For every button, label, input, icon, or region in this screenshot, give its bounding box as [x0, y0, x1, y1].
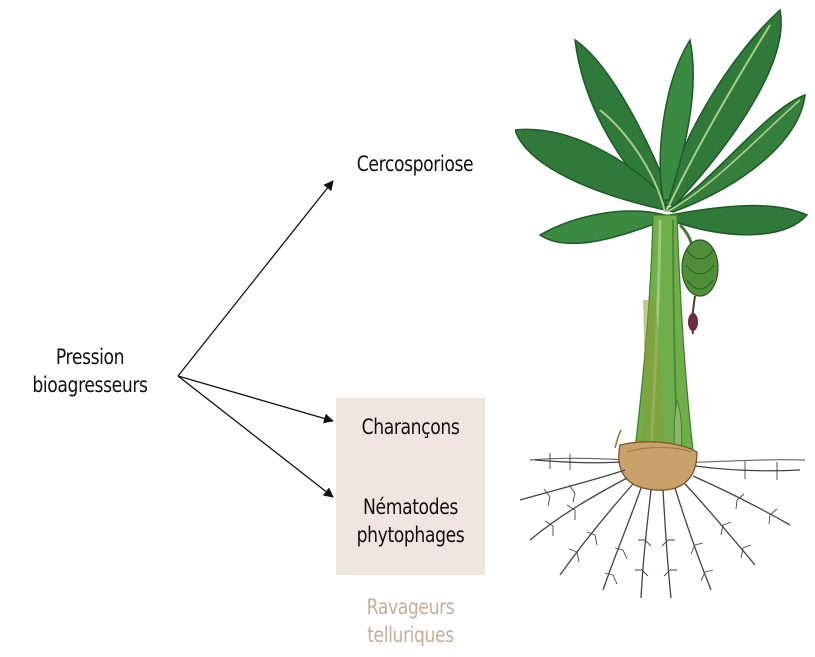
target-nematodes-line1: Nématodes	[349, 494, 471, 522]
banana-bunch	[680, 225, 718, 334]
arrow-to-nematodes	[178, 376, 333, 497]
banana-plant-illustration	[515, 0, 815, 620]
pseudostem	[635, 215, 693, 450]
group-label: Ravageurs telluriques	[349, 594, 471, 649]
leaves	[515, 10, 807, 243]
arrow-to-cercosporiose	[178, 181, 333, 376]
source-label-line1: Pression	[16, 344, 164, 372]
arrow-to-charancons	[178, 376, 333, 421]
group-label-line2: telluriques	[349, 622, 471, 650]
corm	[619, 442, 697, 490]
target-nematodes-line2: phytophages	[349, 522, 471, 550]
source-label-line2: bioagresseurs	[16, 372, 164, 400]
target-nematodes: Nématodes phytophages	[349, 494, 471, 549]
target-charancons: Charançons	[349, 414, 471, 442]
group-label-line1: Ravageurs	[349, 594, 471, 622]
target-cercosporiose: Cercosporiose	[345, 151, 484, 179]
source-label: Pression bioagresseurs	[16, 344, 164, 399]
